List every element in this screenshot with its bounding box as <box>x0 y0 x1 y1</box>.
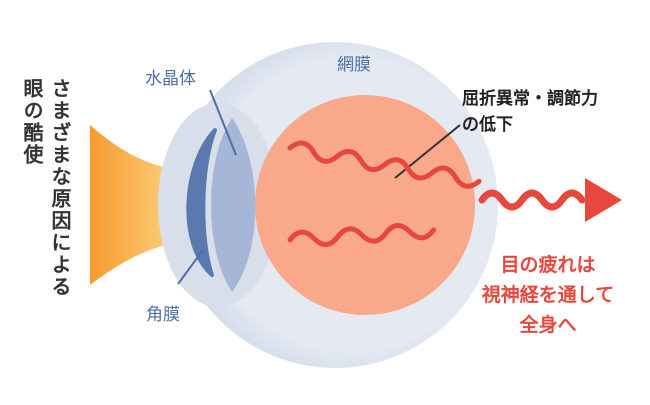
anomaly-label: 屈折異常・調節力 の低下 <box>462 86 598 138</box>
result-label-line2: 視神経を通して <box>481 284 615 306</box>
light-beam <box>90 125 200 285</box>
cause-label-line2: 眼の酷使 <box>20 78 44 166</box>
cornea-shape <box>186 128 217 277</box>
optic-wave <box>478 189 586 211</box>
result-label-line3: 全身へ <box>519 314 577 336</box>
result-label-line1: 目の疲れは <box>500 254 596 276</box>
cornea-pointer <box>177 249 204 285</box>
optic-arrowhead <box>585 178 622 222</box>
anomaly-label-line1: 屈折異常・調節力 <box>462 89 598 109</box>
lens-label: 水晶体 <box>145 69 196 89</box>
anomaly-label-line2: の低下 <box>462 115 513 135</box>
retina-area <box>255 95 475 315</box>
wave-upper <box>287 140 482 189</box>
lens-shape <box>211 118 256 292</box>
cause-label-line1: さまざまな原因による <box>48 78 72 298</box>
retina-label: 網膜 <box>337 55 371 75</box>
wave-lower <box>287 222 437 247</box>
lens-pointer <box>209 89 237 156</box>
cornea-label: 角膜 <box>146 305 180 325</box>
cause-label: さまざまな原因による 眼の酷使 <box>18 78 74 298</box>
result-label: 目の疲れは 視神経を通して 全身へ <box>468 250 628 340</box>
